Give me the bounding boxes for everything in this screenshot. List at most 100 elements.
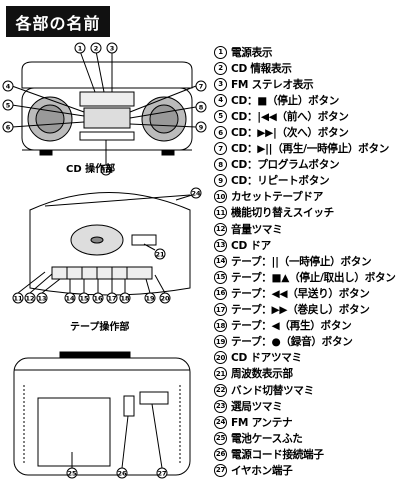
legend-label: 電源コード接続端子 — [231, 448, 324, 461]
legend-label: 音量ツマミ — [231, 223, 283, 236]
legend-number: 3 — [214, 77, 227, 91]
legend-number: 12 — [214, 222, 227, 236]
legend-label: テープ：||（一時停止）ボタン — [231, 255, 372, 268]
marker-3: 3 — [106, 42, 118, 54]
marker-6: 6 — [2, 121, 14, 133]
svg-text:3: 3 — [110, 45, 115, 53]
svg-text:10: 10 — [101, 167, 111, 175]
top-view-diagram — [29, 192, 191, 296]
marker-25: 25 — [66, 467, 78, 479]
svg-text:5: 5 — [6, 102, 11, 110]
svg-text:14: 14 — [65, 295, 75, 303]
legend-number: 17 — [214, 303, 227, 317]
legend-label: 選局ツマミ — [231, 400, 283, 413]
legend-label: CD 情報表示 — [231, 62, 292, 75]
legend-number: 19 — [214, 335, 227, 349]
callout-markers: 1 2 3 4 5 6 7 8 9 10 24 21 11 12 13 14 1… — [2, 42, 207, 479]
legend-number: 22 — [214, 383, 227, 397]
legend-item: 24 FM アンテナ — [214, 414, 409, 430]
legend-label: CD ドアツマミ — [231, 352, 302, 365]
marker-11: 11 — [12, 292, 24, 304]
legend-label: テープ：▶▶（巻戻し）ボタン — [231, 304, 370, 317]
legend-label: CD：プログラムボタン — [231, 159, 340, 172]
svg-text:15: 15 — [79, 295, 89, 303]
svg-text:26: 26 — [117, 470, 127, 478]
legend-item: 3 FM ステレオ表示 — [214, 76, 409, 92]
marker-13: 13 — [36, 292, 48, 304]
legend-label: バンド切替ツマミ — [231, 384, 314, 397]
legend-number: 15 — [214, 270, 227, 284]
marker-1: 1 — [74, 42, 86, 54]
marker-21: 21 — [154, 248, 166, 260]
legend-number: 21 — [214, 367, 227, 381]
legend-label: FM ステレオ表示 — [231, 78, 314, 91]
svg-text:16: 16 — [93, 295, 103, 303]
marker-9: 9 — [195, 121, 207, 133]
legend-item: 20 CD ドアツマミ — [214, 350, 409, 366]
legend-label: CD：リピートボタン — [231, 175, 330, 188]
marker-17: 17 — [106, 292, 118, 304]
svg-text:20: 20 — [160, 295, 170, 303]
legend-label: FM アンテナ — [231, 416, 293, 429]
legend-number: 5 — [214, 109, 227, 123]
tape-controls-caption: テープ操作部 — [70, 322, 130, 333]
legend-number: 7 — [214, 142, 227, 156]
marker-2: 2 — [90, 42, 102, 54]
legend-number: 20 — [214, 351, 227, 365]
legend-label: 電池ケースふた — [231, 432, 303, 445]
legend-item: 14 テープ：||（一時停止）ボタン — [214, 253, 409, 269]
legend-item: 15 テープ：■▲（停止/取出し）ボタン — [214, 269, 409, 285]
svg-text:18: 18 — [120, 295, 130, 303]
svg-text:7: 7 — [199, 83, 204, 91]
legend-label: CD ドア — [231, 239, 271, 252]
svg-text:8: 8 — [199, 104, 204, 112]
svg-text:13: 13 — [37, 295, 46, 303]
svg-text:24: 24 — [191, 190, 201, 198]
legend-label: 機能切り替えスイッチ — [231, 207, 334, 220]
legend-number: 27 — [214, 463, 227, 477]
marker-26: 26 — [116, 467, 128, 479]
legend-item: 13 CD ドア — [214, 237, 409, 253]
legend-number: 13 — [214, 238, 227, 252]
legend-number: 10 — [214, 190, 227, 204]
svg-text:2: 2 — [94, 45, 99, 53]
legend-number: 8 — [214, 158, 227, 172]
legend-number: 25 — [214, 431, 227, 445]
svg-text:19: 19 — [145, 295, 155, 303]
page-title: 各部の名前 — [6, 6, 110, 37]
legend-number: 9 — [214, 174, 227, 188]
svg-text:11: 11 — [13, 295, 23, 303]
legend-number: 24 — [214, 415, 227, 429]
legend-item: 12 音量ツマミ — [214, 221, 409, 237]
legend-number: 14 — [214, 254, 227, 268]
svg-text:12: 12 — [25, 295, 34, 303]
front-view-diagram — [21, 61, 193, 156]
marker-10: 10 — [100, 164, 112, 176]
legend-number: 16 — [214, 286, 227, 300]
marker-18: 18 — [119, 292, 131, 304]
legend-number: 1 — [214, 45, 227, 59]
svg-text:27: 27 — [157, 470, 166, 478]
legend-label: テープ：■▲（停止/取出し）ボタン — [231, 271, 396, 284]
device-diagrams: 1 2 3 4 5 6 7 8 9 10 24 21 11 12 13 14 1… — [2, 42, 207, 479]
svg-text:4: 4 — [6, 83, 11, 91]
marker-8: 8 — [195, 101, 207, 113]
legend-number: 6 — [214, 126, 227, 140]
back-view-diagram — [13, 351, 191, 476]
marker-7: 7 — [195, 80, 207, 92]
legend-item: 25 電池ケースふた — [214, 430, 409, 446]
